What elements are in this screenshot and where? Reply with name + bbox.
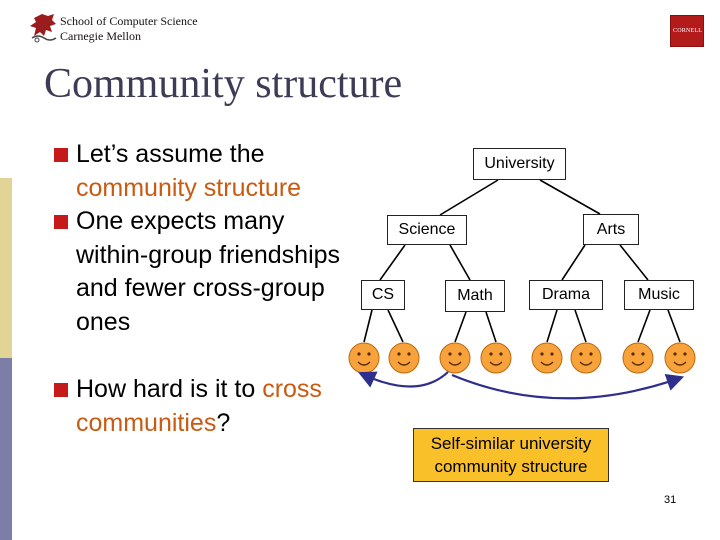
school-line-1: School of Computer Science [60, 14, 198, 28]
bullet-item: Let’s assume the community structure [54, 138, 354, 205]
bullet-highlight: community structure [76, 173, 302, 202]
person-face-icon [388, 342, 420, 374]
bullet-highlight: cross communities [76, 375, 322, 437]
arrow-within-science [358, 371, 449, 388]
bullet-text: How hard is it to [76, 375, 263, 403]
page-number: 31 [664, 494, 677, 506]
node-arts: Arts [583, 214, 639, 245]
person-face-icon [531, 342, 563, 374]
person-face-icon [439, 342, 471, 374]
school-name: School of Computer Science Carnegie Mell… [60, 14, 198, 44]
node-university: University [473, 148, 566, 180]
bullet-square-icon [54, 148, 68, 162]
school-line-2: Carnegie Mellon [60, 29, 141, 43]
node-math: Math [445, 280, 505, 312]
person-face-icon [570, 342, 602, 374]
bullet-item: One expects many within-group friendship… [54, 205, 354, 339]
bullet-square-icon [54, 215, 68, 229]
node-drama: Drama [529, 280, 603, 310]
cornell-logo-text: CORNELL [673, 28, 703, 34]
node-science: Science [387, 215, 467, 245]
left-bar-middle [0, 178, 12, 358]
bullet-text: One expects many within-group friendship… [76, 207, 341, 336]
diagram-caption: Self-similar university community struct… [413, 428, 609, 482]
bullet-list: Let’s assume the community structure One… [54, 138, 354, 440]
person-face-icon [480, 342, 512, 374]
crossing-arrows [358, 371, 685, 400]
arrow-across-university [451, 373, 685, 400]
node-cs: CS [361, 280, 405, 310]
bullet-square-icon [54, 383, 68, 397]
slide-title: Community structure [44, 61, 403, 107]
person-face-icon [622, 342, 654, 374]
people-faces [348, 342, 696, 374]
bullet-item: How hard is it to cross communities? [54, 373, 354, 440]
node-music: Music [624, 280, 694, 310]
person-face-icon [348, 342, 380, 374]
bullet-text: Let’s assume the [76, 140, 265, 168]
person-face-icon [664, 342, 696, 374]
cornell-logo-icon: CORNELL [670, 15, 704, 47]
cmu-griffin-logo-icon [30, 14, 57, 43]
tree-edges [363, 179, 681, 343]
left-bar-top [0, 0, 12, 178]
left-bar-bottom [0, 358, 12, 540]
bullet-text-suffix: ? [216, 408, 231, 437]
